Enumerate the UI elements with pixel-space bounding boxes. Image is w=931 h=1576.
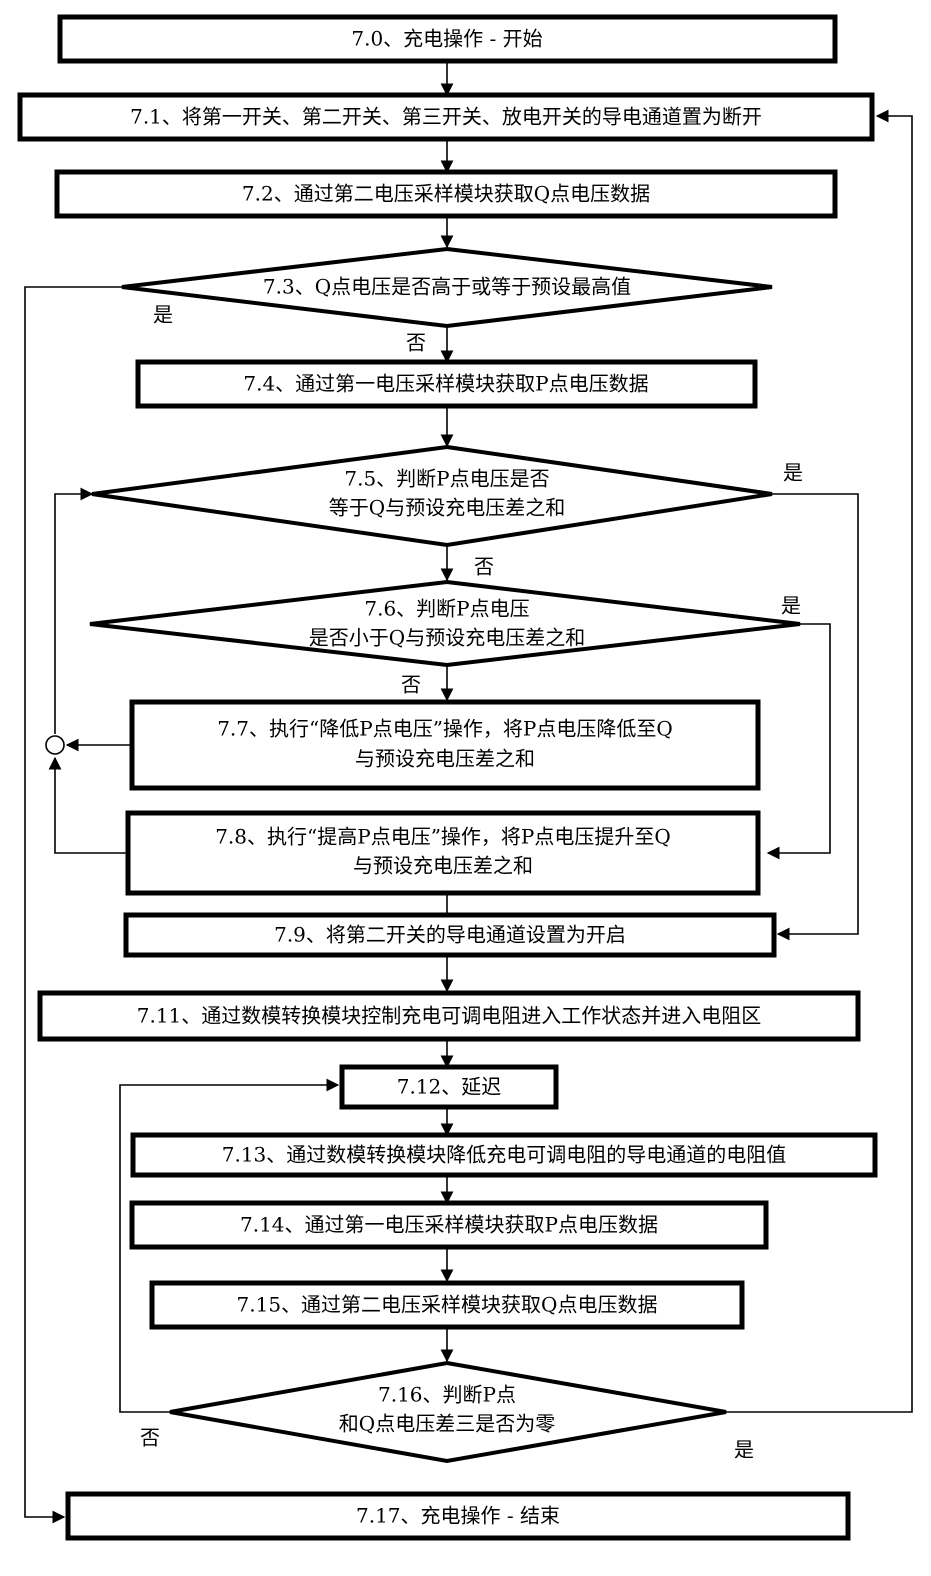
step-7-14-label: 7.14、通过第一电压采样模块获取P点电压数据 bbox=[240, 1213, 658, 1237]
decision-7-16-no-label: 否 bbox=[140, 1426, 160, 1450]
decision-7-3-yes-label: 是 bbox=[153, 303, 173, 327]
step-7-12-label: 7.12、延迟 bbox=[397, 1075, 502, 1099]
decision-7-6-no-label: 否 bbox=[401, 673, 421, 697]
step-7-14: 7.14、通过第一电压采样模块获取P点电压数据 bbox=[129, 1200, 769, 1250]
step-7-0-label: 7.0、充电操作 - 开始 bbox=[351, 27, 542, 51]
step-7-2: 7.2、通过第二电压采样模块获取Q点电压数据 bbox=[54, 169, 838, 219]
decision-7-5-label-line1: 7.5、判断P点电压是否 bbox=[344, 467, 549, 491]
decision-7-5: 7.5、判断P点电压是否 等于Q与预设充电压差之和 bbox=[91, 444, 773, 548]
step-7-12: 7.12、延迟 bbox=[339, 1064, 559, 1110]
step-7-8-label-line1: 7.8、执行“提高P点电压”操作，将P点电压提升至Q bbox=[215, 825, 671, 849]
step-7-13-label: 7.13、通过数模转换模块降低充电可调电阻的导电通道的电阻值 bbox=[222, 1143, 787, 1167]
step-7-4: 7.4、通过第一电压采样模块获取P点电压数据 bbox=[135, 359, 758, 409]
step-7-15: 7.15、通过第二电压采样模块获取Q点电压数据 bbox=[149, 1280, 745, 1330]
decision-7-6: 7.6、判断P点电压 是否小于Q与预设充电压差之和 bbox=[89, 579, 801, 668]
step-7-17: 7.17、充电操作 - 结束 bbox=[65, 1491, 851, 1541]
connectors bbox=[24, 61, 913, 1524]
step-7-7-label-line1: 7.7、执行“降低P点电压”操作，将P点电压降低至Q bbox=[217, 717, 673, 741]
decision-7-5-no-label: 否 bbox=[474, 555, 494, 579]
decision-7-3-label: 7.3、Q点电压是否高于或等于预设最高值 bbox=[263, 275, 631, 299]
decision-7-6-yes-label: 是 bbox=[781, 594, 801, 618]
step-7-11-label: 7.11、通过数模转换模块控制充电可调电阻进入工作状态并进入电阻区 bbox=[137, 1004, 762, 1028]
step-7-1-label: 7.1、将第一开关、第二开关、第三开关、放电开关的导电通道置为断开 bbox=[130, 105, 762, 129]
step-7-13: 7.13、通过数模转换模块降低充电可调电阻的导电通道的电阻值 bbox=[130, 1132, 878, 1178]
step-7-2-label: 7.2、通过第二电压采样模块获取Q点电压数据 bbox=[242, 182, 650, 206]
step-7-8-label-line2: 与预设充电压差之和 bbox=[353, 854, 533, 878]
decision-7-16-label-line2: 和Q点电压差三是否为零 bbox=[339, 1412, 555, 1436]
merge-junction bbox=[45, 735, 65, 755]
decision-7-16-label-line1: 7.16、判断P点 bbox=[378, 1383, 516, 1407]
step-7-11: 7.11、通过数模转换模块控制充电可调电阻进入工作状态并进入电阻区 bbox=[37, 990, 861, 1042]
step-7-7-label-line2: 与预设充电压差之和 bbox=[355, 747, 535, 771]
step-7-4-label: 7.4、通过第一电压采样模块获取P点电压数据 bbox=[243, 372, 648, 396]
decision-7-16-yes-label: 是 bbox=[734, 1438, 754, 1462]
step-7-8: 7.8、执行“提高P点电压”操作，将P点电压提升至Q 与预设充电压差之和 bbox=[125, 810, 761, 896]
step-7-0: 7.0、充电操作 - 开始 bbox=[57, 14, 838, 64]
step-7-17-label: 7.17、充电操作 - 结束 bbox=[356, 1504, 560, 1528]
step-7-9-label: 7.9、将第二开关的导电通道设置为开启 bbox=[274, 923, 626, 947]
decision-7-6-label-line2: 是否小于Q与预设充电压差之和 bbox=[309, 626, 585, 650]
decision-7-3-no-label: 否 bbox=[406, 331, 426, 355]
decision-7-6-label-line1: 7.6、判断P点电压 bbox=[364, 597, 529, 621]
decision-7-16: 7.16、判断P点 和Q点电压差三是否为零 bbox=[169, 1360, 727, 1464]
step-7-7: 7.7、执行“降低P点电压”操作，将P点电压降低至Q 与预设充电压差之和 bbox=[129, 699, 761, 791]
decision-7-5-label-line2: 等于Q与预设充电压差之和 bbox=[329, 496, 565, 520]
step-7-15-label: 7.15、通过第二电压采样模块获取Q点电压数据 bbox=[237, 1293, 658, 1317]
step-7-9: 7.9、将第二开关的导电通道设置为开启 bbox=[123, 912, 777, 958]
decision-7-3: 7.3、Q点电压是否高于或等于预设最高值 bbox=[121, 246, 773, 329]
step-7-1: 7.1、将第一开关、第二开关、第三开关、放电开关的导电通道置为断开 bbox=[17, 92, 875, 142]
decision-7-5-yes-label: 是 bbox=[783, 461, 803, 485]
